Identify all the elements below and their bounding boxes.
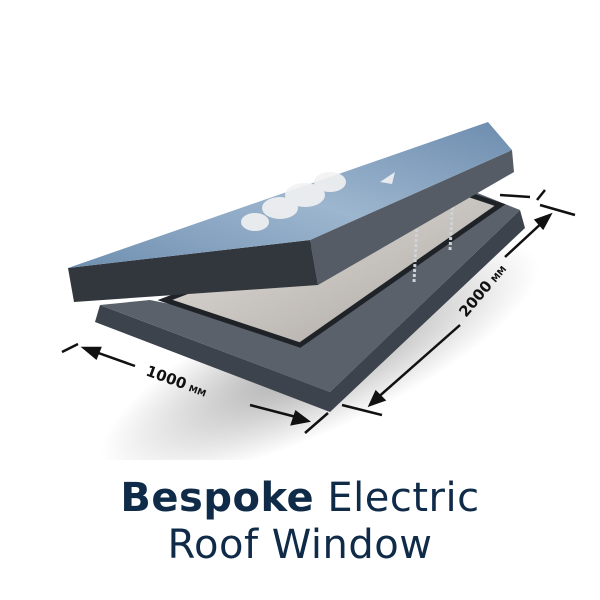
roof-window-illustration: 1000MM 2000MM xyxy=(61,122,576,460)
lid-side-left xyxy=(68,240,318,302)
cloud-reflection xyxy=(241,172,395,231)
product-title-bold: Bespoke xyxy=(120,475,315,521)
product-title-line-2: Roof Window xyxy=(167,522,433,568)
lid-side-right xyxy=(310,150,514,285)
length-dimension xyxy=(341,189,576,417)
base-frame xyxy=(95,210,525,412)
width-dimension xyxy=(61,342,329,434)
product-title-rest: Electric xyxy=(327,475,480,521)
product-title-line-1: Bespoke Electric xyxy=(0,475,600,521)
actuator-chain xyxy=(412,204,420,283)
